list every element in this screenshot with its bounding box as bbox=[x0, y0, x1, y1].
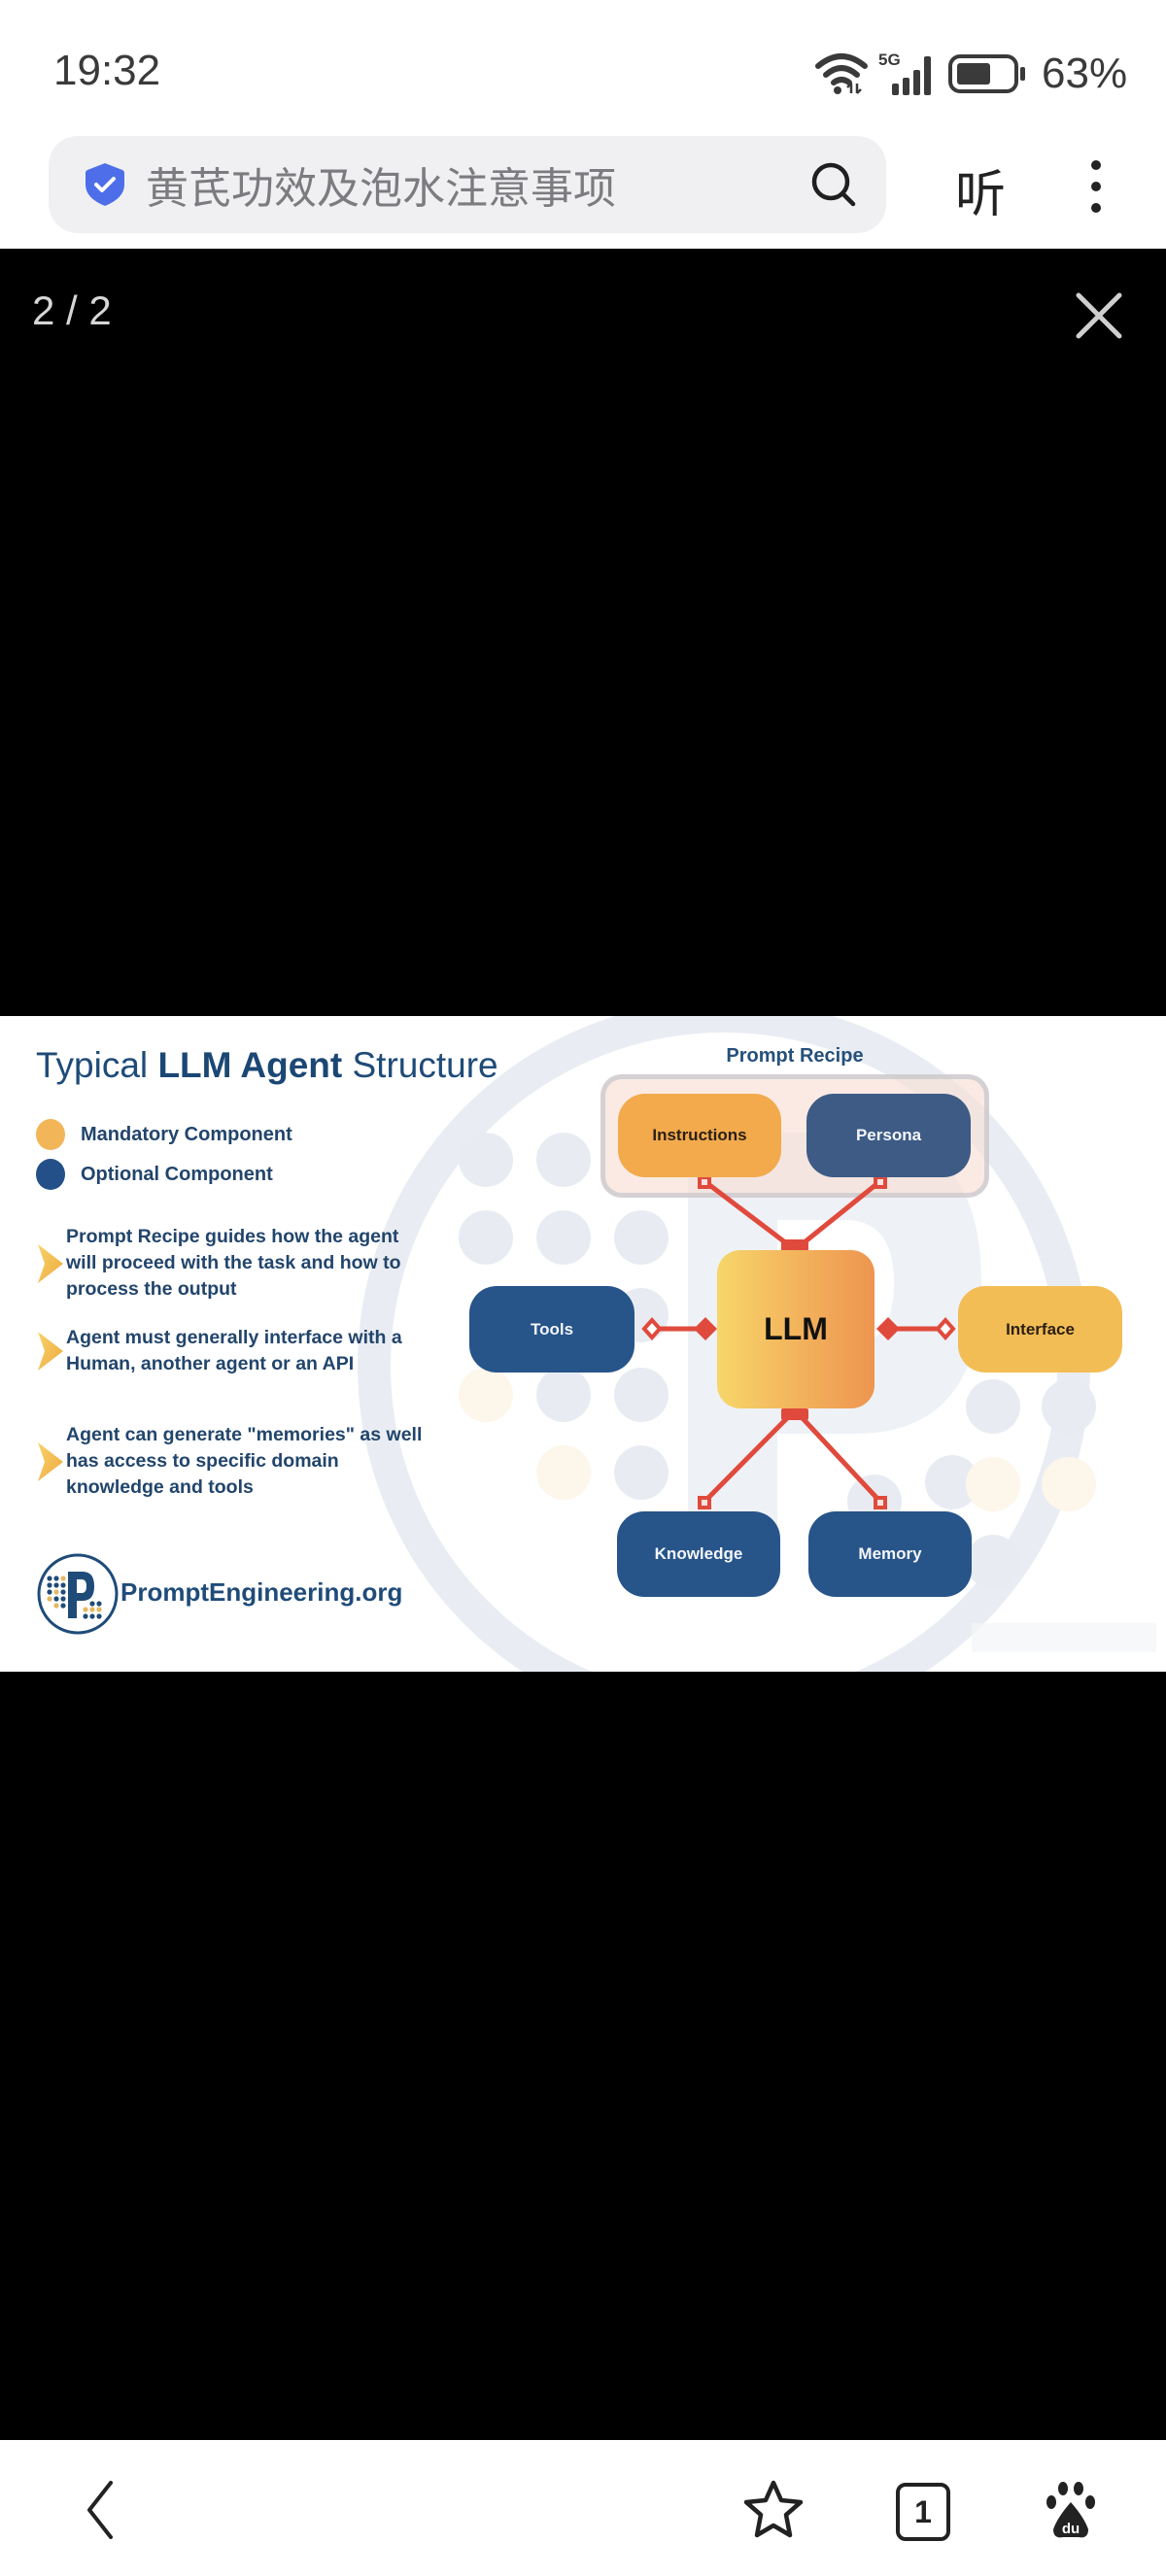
battery-icon bbox=[948, 54, 1025, 93]
node-knowledge: Knowledge bbox=[617, 1511, 780, 1597]
node-tools: Tools bbox=[469, 1286, 634, 1373]
svg-text:du: du bbox=[1062, 2521, 1080, 2537]
tabs-count: 1 bbox=[914, 2493, 932, 2529]
star-icon[interactable] bbox=[742, 2479, 805, 2541]
search-box[interactable]: 黄芪功效及泡水注意事项 bbox=[49, 136, 886, 233]
node-llm: LLM bbox=[717, 1250, 874, 1408]
more-vertical-icon[interactable] bbox=[1080, 157, 1112, 216]
connector-persona-llm bbox=[798, 1178, 883, 1248]
connector-hub-bottom bbox=[781, 1408, 808, 1420]
arrow-bullet-icon bbox=[38, 1441, 63, 1481]
prompt-engineering-logo bbox=[37, 1553, 119, 1635]
status-icons: 5G 63% bbox=[814, 50, 1128, 97]
node-persona: Persona bbox=[806, 1094, 971, 1177]
arrow-bullet-icon bbox=[38, 1332, 63, 1371]
node-instructions: Instructions bbox=[618, 1094, 781, 1177]
bottom-navigation: 1 du bbox=[0, 2440, 1166, 2576]
search-icon[interactable] bbox=[810, 161, 857, 208]
listen-button[interactable]: 听 bbox=[955, 166, 1007, 224]
connector-hub-top bbox=[781, 1239, 808, 1251]
status-bar: 19:32 5G 63% bbox=[0, 0, 1166, 126]
connectors bbox=[641, 1175, 956, 1509]
shield-check-icon bbox=[86, 163, 124, 206]
cellular-signal-icon: 5G bbox=[878, 51, 939, 95]
battery-percent: 63% bbox=[1042, 50, 1128, 97]
bullet-memories: Agent can generate "memories" as well ha… bbox=[36, 1422, 425, 1501]
connector-instructions-llm bbox=[702, 1178, 792, 1248]
arrow-bullet-icon bbox=[38, 1243, 63, 1283]
diamond-open bbox=[641, 1316, 663, 1341]
infographic-image[interactable]: Typical LLM Agent Structure Mandatory Co… bbox=[0, 1016, 1166, 1672]
logo-text: PromptEngineering.org bbox=[120, 1577, 403, 1607]
diamond-open bbox=[935, 1316, 956, 1341]
diamond-filled bbox=[876, 1317, 900, 1340]
clock: 19:32 bbox=[53, 47, 161, 94]
close-icon[interactable] bbox=[1075, 291, 1123, 340]
legend-optional: Optional Component bbox=[36, 1159, 273, 1190]
legend-swatch-orange bbox=[36, 1119, 65, 1150]
node-interface: Interface bbox=[958, 1286, 1122, 1373]
bullet-interface: Agent must generally interface with a Hu… bbox=[36, 1325, 425, 1377]
infographic-title: Typical LLM Agent Structure bbox=[36, 1045, 498, 1085]
legend-mandatory: Mandatory Component bbox=[36, 1119, 292, 1150]
tabs-button[interactable]: 1 bbox=[892, 2479, 950, 2541]
back-chevron-icon[interactable] bbox=[68, 2479, 130, 2541]
baidu-paw-icon[interactable]: du bbox=[1040, 2479, 1102, 2541]
image-counter: 2 / 2 bbox=[32, 288, 112, 333]
diamond-filled bbox=[694, 1317, 717, 1340]
wifi-icon bbox=[815, 53, 868, 94]
prompt-recipe-label: Prompt Recipe bbox=[726, 1045, 864, 1067]
browser-toolbar: 黄芪功效及泡水注意事项 听 bbox=[0, 126, 1166, 249]
bullet-prompt-recipe: Prompt Recipe guides how the agent will … bbox=[36, 1224, 425, 1303]
search-query[interactable]: 黄芪功效及泡水注意事项 bbox=[146, 164, 616, 214]
node-memory: Memory bbox=[808, 1511, 972, 1597]
legend-swatch-blue bbox=[36, 1159, 65, 1190]
connector-llm-knowledge bbox=[702, 1413, 792, 1505]
connector-llm-memory bbox=[798, 1413, 883, 1505]
